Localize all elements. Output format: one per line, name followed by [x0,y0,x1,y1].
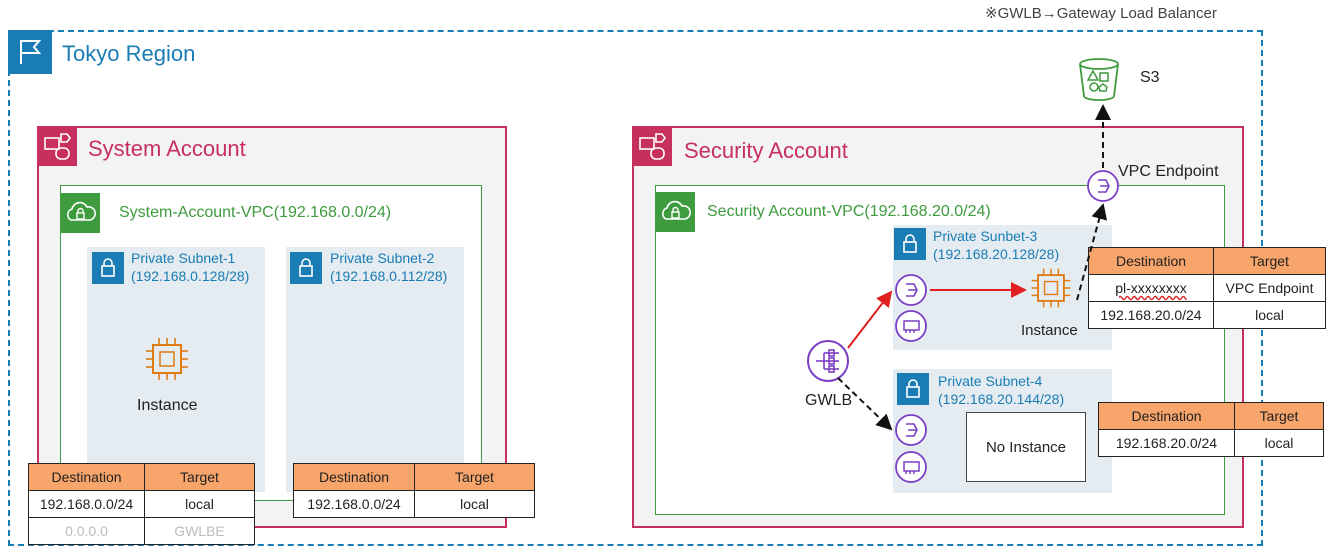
subnet-3-name: Private Sunbet-3 [933,228,1038,244]
subnet-4-cidr: (192.168.20.144/28) [938,391,1065,407]
subnet-3-label: Private Sunbet-3 (192.168.20.128/28) [933,227,1059,263]
table-cell: pl-xxxxxxxx [1088,274,1214,302]
vpc-cloud-icon [655,192,695,232]
table-cell: 192.168.20.0/24 [1088,301,1214,329]
gwlb-endpoint-icon [894,273,928,307]
no-instance-box: No Instance [966,412,1086,482]
route-table-subnet-2: Destination Target 192.168.0.0/24 local [293,463,535,518]
ec2-instance-icon [141,333,193,385]
private-subnet-1 [87,247,265,492]
route-table-subnet-4: Destination Target 192.168.20.0/24 local [1098,402,1324,457]
account-icon [37,126,77,166]
subnet-1-cidr: (192.168.0.128/28) [131,268,250,284]
column-header: Target [1234,402,1324,430]
ec2-instance-icon [1027,264,1075,312]
system-instance-label: Instance [137,397,198,414]
vpc-endpoint-icon [1086,169,1120,203]
table-cell: VPC Endpoint [1213,274,1326,302]
subnet-3-cidr: (192.168.20.128/28) [933,246,1060,262]
network-interface-icon [894,450,928,484]
subnet-1-label: Private Subnet-1 (192.168.0.128/28) [131,249,249,285]
table-row: 0.0.0.0 GWLBE [28,517,255,545]
subnet-2-name: Private Subnet-2 [330,250,435,266]
system-vpc-title: System-Account-VPC(192.168.0.0/24) [119,204,392,221]
table-row: 192.168.0.0/24 local [293,490,535,518]
table-cell: local [1213,301,1326,329]
column-header: Target [1213,247,1326,275]
arrow-instance-to-vpc-endpoint [1076,203,1108,301]
lock-icon [894,228,926,260]
system-account-title: System Account [88,136,246,161]
region-flag-icon [8,30,52,74]
table-row: 192.168.20.0/24 local [1088,301,1326,329]
route-table-subnet-1: Destination Target 192.168.0.0/24 local … [28,463,255,545]
table-cell: local [144,490,255,518]
security-account-title: Security Account [684,138,848,163]
table-cell: local [1234,429,1324,457]
table-cell: 0.0.0.0 [28,517,145,545]
subnet-1-name: Private Subnet-1 [131,250,236,266]
vpc-endpoint-label: VPC Endpoint [1118,163,1219,180]
s3-label: S3 [1140,69,1160,86]
table-header-row: Destination Target [28,463,255,491]
arrow-gwlb-to-endpoint-4 [837,377,893,431]
security-instance-label: Instance [1021,322,1078,339]
subnet-4-name: Private Subnet-4 [938,373,1043,389]
table-row: pl-xxxxxxxx VPC Endpoint [1088,274,1326,302]
column-header: Destination [293,463,415,491]
lock-icon [290,252,322,284]
gwlb-label: GWLB [805,392,853,409]
table-cell: 192.168.0.0/24 [28,490,145,518]
lock-icon [92,252,124,284]
private-subnet-3 [893,225,1112,350]
subnet-2-cidr: (192.168.0.112/28) [330,268,448,284]
account-icon [632,126,672,166]
column-header: Destination [1098,402,1235,430]
network-interface-icon [894,309,928,343]
s3-bucket-icon [1074,54,1124,104]
private-subnet-2 [286,247,464,492]
subnet-4-label: Private Subnet-4 (192.168.20.144/28) [938,372,1064,408]
route-table-subnet-3: Destination Target pl-xxxxxxxx VPC Endpo… [1088,247,1326,329]
table-cell: local [414,490,535,518]
column-header: Target [144,463,255,491]
table-header-row: Destination Target [1098,402,1324,430]
table-cell: 192.168.20.0/24 [1098,429,1235,457]
subnet-2-label: Private Subnet-2 (192.168.0.112/28) [330,249,447,285]
vpc-cloud-icon [60,193,100,233]
lock-icon [897,373,929,405]
gwlb-icon [806,339,850,383]
table-row: 192.168.0.0/24 local [28,490,255,518]
footnote: ※GWLB→Gateway Load Balancer [985,5,1217,22]
table-row: 192.168.20.0/24 local [1098,429,1324,457]
prefix-list-id: pl-xxxxxxxx [1115,280,1187,296]
security-vpc-title: Security Account-VPC(192.168.20.0/24) [707,203,991,220]
arrow-gwlb-to-endpoint-3 [847,290,893,349]
region-title: Tokyo Region [62,41,196,66]
gwlb-endpoint-icon [894,413,928,447]
table-cell: GWLBE [144,517,255,545]
